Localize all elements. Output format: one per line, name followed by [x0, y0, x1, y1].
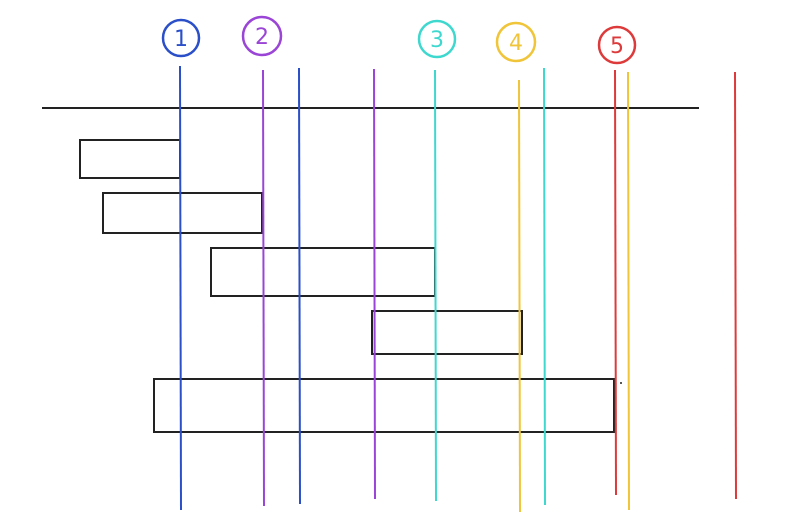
- marker-4-label: 4: [509, 31, 523, 56]
- marker-1-label: 1: [174, 27, 188, 52]
- interval-box-3: [210, 247, 436, 297]
- marker-1-circle: [161, 18, 201, 58]
- marker-4: 4: [495, 21, 537, 63]
- vertical-line-yellow-2: [627, 71, 630, 511]
- interval-box-1: [79, 139, 181, 179]
- vertical-line-yellow-1: [518, 79, 521, 513]
- interval-box-4: [371, 310, 523, 355]
- marker-2: 2: [241, 15, 283, 57]
- vertical-line-red-2: [734, 71, 737, 500]
- interval-boxes: [79, 139, 615, 433]
- marker-3-circle: [417, 19, 457, 59]
- vertical-line-cyan-1: [434, 69, 437, 502]
- marker-2-label: 2: [255, 25, 269, 50]
- marker-3: 3: [417, 19, 457, 59]
- interval-box-2: [102, 192, 263, 234]
- marker-5-circle: [597, 25, 637, 65]
- vertical-line-purple-2: [373, 68, 376, 500]
- marker-1: 1: [161, 18, 201, 58]
- vertical-line-cyan-2: [543, 67, 546, 506]
- vertical-line-red-1: [614, 69, 617, 496]
- marker-5: 5: [597, 25, 637, 65]
- marker-3-label: 3: [430, 28, 444, 53]
- vertical-line-blue-1: [179, 65, 182, 511]
- interval-box-5: [153, 378, 615, 433]
- marker-2-circle: [241, 15, 283, 57]
- marker-4-circle: [495, 21, 537, 63]
- stray-dot: [620, 382, 622, 384]
- vertical-lines: [179, 65, 737, 513]
- vertical-line-blue-2: [298, 67, 301, 505]
- marker-5-label: 5: [610, 34, 624, 59]
- vertical-line-purple-1: [262, 69, 265, 507]
